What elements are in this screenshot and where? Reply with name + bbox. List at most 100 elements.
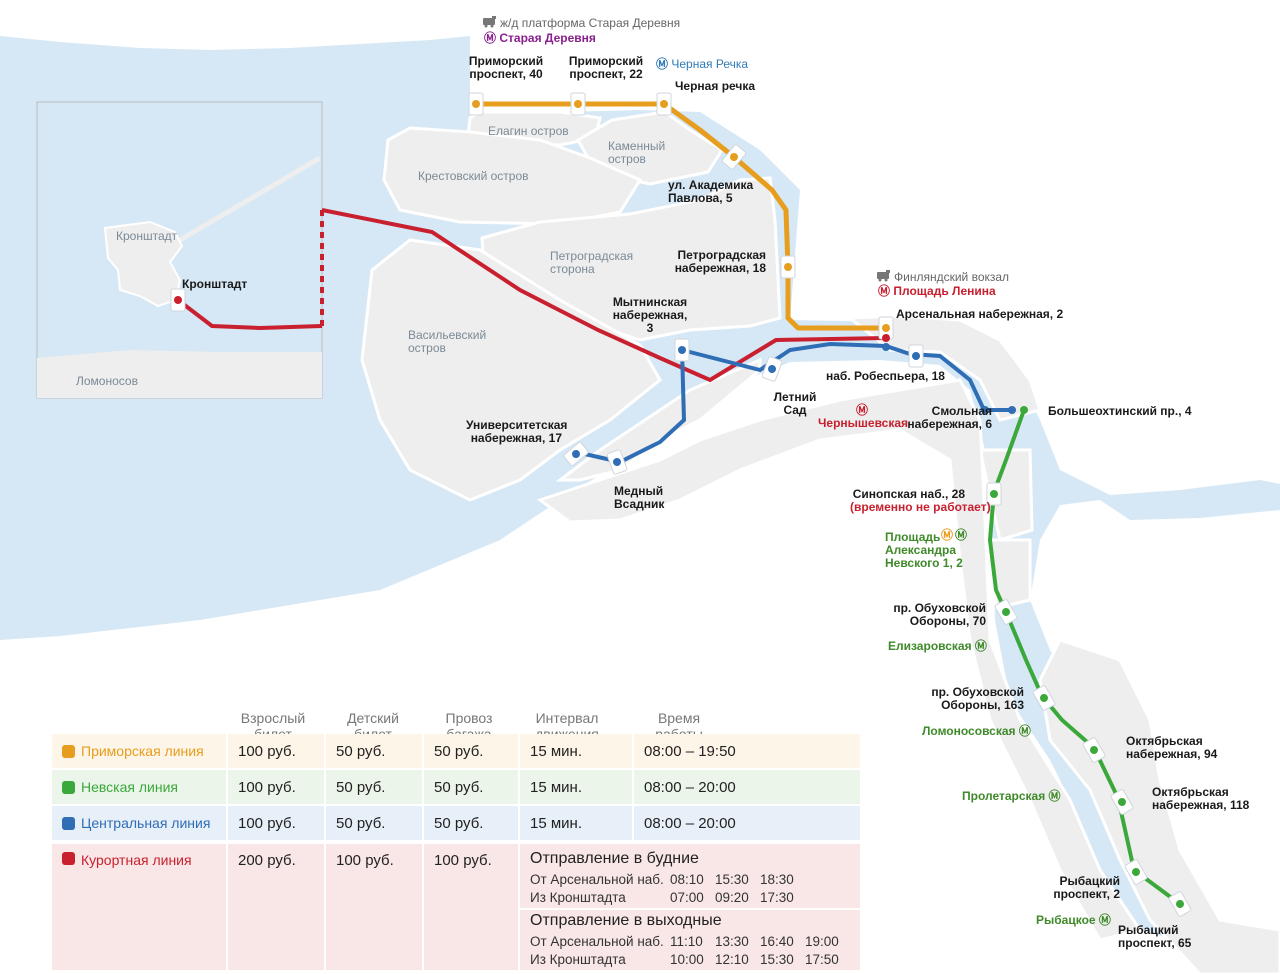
stop-chernaya-rechka-pier[interactable] bbox=[656, 92, 672, 116]
line-name: Невская линия bbox=[81, 779, 178, 795]
metro-icon: Ⓜ bbox=[878, 284, 891, 298]
stop-akademika-pavlova-pier[interactable] bbox=[721, 144, 747, 170]
stop-letny-sad[interactable]: Летний Сад bbox=[773, 390, 817, 417]
stop-smolnaya-dot[interactable] bbox=[981, 406, 989, 414]
luggage-cell: 50 руб. bbox=[424, 806, 520, 840]
stop-primorsky-40-pier[interactable] bbox=[468, 92, 484, 116]
dam-line bbox=[178, 155, 322, 243]
departure-time: 15:30 bbox=[715, 872, 749, 887]
stop-medny-vsadnik-pier[interactable] bbox=[606, 449, 628, 475]
stop-arsenalnaya-red-dot[interactable] bbox=[882, 334, 890, 342]
departure-time: 17:50 bbox=[805, 952, 839, 967]
lomonosov-land bbox=[37, 350, 322, 398]
stop-primorsky-22-pier[interactable] bbox=[570, 92, 586, 116]
stop-robespiera[interactable]: наб. Робеспьера, 18 bbox=[826, 369, 945, 383]
stop-oktyabrskaya-118-pier[interactable] bbox=[1110, 789, 1134, 815]
left-bank-south bbox=[536, 378, 1143, 942]
island-lomonosov: Ломоносов bbox=[76, 374, 138, 388]
stop-smolnaya[interactable]: Смольная набережная, 6 bbox=[907, 404, 992, 431]
stop-obukhovskoy-163-pier[interactable] bbox=[1032, 685, 1056, 711]
stop-medny-vsadnik[interactable]: Медный Всадник bbox=[614, 484, 665, 511]
child-cell: 100 руб. bbox=[326, 844, 424, 970]
schedule-title: Отправление в выходные bbox=[530, 912, 722, 929]
vasilyevsky-shape bbox=[360, 238, 662, 502]
stop-sinopskaya[interactable]: Синопская наб., 28 bbox=[852, 487, 965, 501]
departure-from: От Арсенальной наб. bbox=[530, 872, 664, 887]
schedule-divider bbox=[520, 908, 860, 910]
metro-rybatskoe: Рыбацкое Ⓜ bbox=[1036, 913, 1111, 927]
stop-kronshtadt[interactable]: Кронштадт bbox=[182, 277, 248, 291]
rail-finlyandsky: Финляндский вокзал bbox=[876, 270, 1009, 284]
luggage-cell: 50 руб. bbox=[424, 734, 520, 768]
stop-petrogradskaya-nab-pier[interactable] bbox=[780, 255, 796, 279]
stop-kronshtadt-pier[interactable] bbox=[170, 288, 186, 312]
departure-from: От Арсенальной наб. bbox=[530, 934, 664, 949]
stop-rybatsky-65-pier[interactable] bbox=[1168, 891, 1192, 917]
stop-letny-sad-pier[interactable] bbox=[761, 356, 783, 382]
stop-bolsheokhtinsky-green-dot[interactable] bbox=[1020, 406, 1028, 414]
stop-chernaya-rechka[interactable]: Черная речка bbox=[675, 79, 756, 93]
stop-rybatsky-2[interactable]: Рыбацкий проспект, 2 bbox=[1053, 874, 1120, 901]
departure-time: 09:20 bbox=[715, 890, 749, 905]
line-name-cell: Невская линия bbox=[52, 770, 228, 804]
metro-icon: Ⓜ bbox=[1018, 724, 1031, 738]
stop-oktyabrskaya-94[interactable]: Октябрьская набережная, 94 bbox=[1126, 734, 1218, 761]
metro-icon: Ⓜ bbox=[484, 31, 497, 45]
island-elagin: Елагин остров bbox=[488, 124, 569, 138]
stop-oktyabrskaya-94-pier[interactable] bbox=[1082, 737, 1106, 763]
stop-obukhovskoy-70[interactable]: пр. Обуховской Обороны, 70 bbox=[893, 601, 986, 628]
stop-bolsheokhtinsky[interactable]: Большеохтинский пр., 4 bbox=[1048, 404, 1192, 418]
stop-mytninskaya-pier[interactable] bbox=[674, 338, 690, 362]
metro-pl-nevskogo: Площадь Александра Невского 1, 2 Ⓜ Ⓜ bbox=[885, 528, 968, 570]
stop-universitetskaya[interactable]: Университетская набережная, 17 bbox=[466, 418, 568, 445]
metro-icon: Ⓜ bbox=[974, 639, 987, 653]
stop-primorsky-22[interactable]: Приморский проспект, 22 bbox=[568, 54, 644, 81]
departure-time: 12:10 bbox=[715, 952, 749, 967]
departure-time: 16:40 bbox=[760, 934, 794, 949]
stop-robespiera-pier[interactable] bbox=[908, 344, 924, 368]
adult-cell: 100 руб. bbox=[228, 770, 326, 804]
stop-arsenalnaya[interactable]: Арсенальная набережная, 2 bbox=[896, 307, 1064, 321]
metro-staraya-derevnya: Ⓜ Старая Деревня bbox=[484, 31, 596, 45]
line-name-cell: Центральная линия bbox=[52, 806, 228, 840]
island-krestovsky: Крестовский остров bbox=[418, 169, 529, 183]
stop-oktyabrskaya-118[interactable]: Октябрьская набережная, 118 bbox=[1152, 785, 1250, 812]
metro-icon: Ⓜ bbox=[1098, 913, 1111, 927]
stop-bolsheokhtinsky-dot[interactable] bbox=[1008, 406, 1016, 414]
stop-mytninskaya[interactable]: Мытнинская набережная, 3 bbox=[612, 295, 688, 335]
stop-akademika-pavlova[interactable]: ул. Академика Павлова, 5 bbox=[668, 178, 754, 205]
adult-cell: 100 руб. bbox=[228, 734, 326, 768]
departure-from: Из Кронштадта bbox=[530, 952, 626, 967]
island-kamenny: Каменный остров bbox=[608, 139, 666, 166]
adult-cell: 100 руб. bbox=[228, 806, 326, 840]
island-vasilyevsky: Васильевский остров bbox=[408, 328, 487, 355]
stop-arsenalnaya-blue-dot[interactable] bbox=[882, 343, 890, 351]
stop-obukhovskoy-163[interactable]: пр. Обуховской Обороны, 163 bbox=[931, 685, 1024, 712]
luggage-cell: 100 руб. bbox=[424, 844, 520, 970]
stop-sinopskaya-pier[interactable] bbox=[986, 482, 1002, 506]
orange-line bbox=[476, 101, 886, 331]
metro-chernaya-rechka: Ⓜ Черная Речка bbox=[656, 57, 749, 71]
train-icon bbox=[877, 270, 890, 282]
stop-primorsky-40[interactable]: Приморский проспект, 40 bbox=[468, 54, 544, 81]
metro-proletarskaya: Пролетарская Ⓜ bbox=[962, 789, 1061, 803]
stop-universitetskaya-pier[interactable] bbox=[563, 441, 589, 467]
red-line bbox=[176, 208, 887, 383]
stop-obukhovskoy-70-pier[interactable] bbox=[994, 599, 1018, 625]
stop-rybatsky-2-pier[interactable] bbox=[1124, 859, 1148, 885]
line-name: Центральная линия bbox=[81, 815, 211, 831]
line-name-cell: Приморская линия bbox=[52, 734, 228, 768]
adult-cell: 200 руб. bbox=[228, 844, 326, 970]
departure-from: Из Кронштадта bbox=[530, 890, 626, 905]
schedule-title: Отправление в будние bbox=[530, 850, 699, 867]
rail-staraya-derevnya: ж/д платформа Старая Деревня bbox=[482, 16, 680, 30]
stop-rybatsky-65[interactable]: Рыбацкий проспект, 65 bbox=[1118, 923, 1192, 950]
stop-petrogradskaya-nab[interactable]: Петроградская набережная, 18 bbox=[674, 248, 766, 275]
